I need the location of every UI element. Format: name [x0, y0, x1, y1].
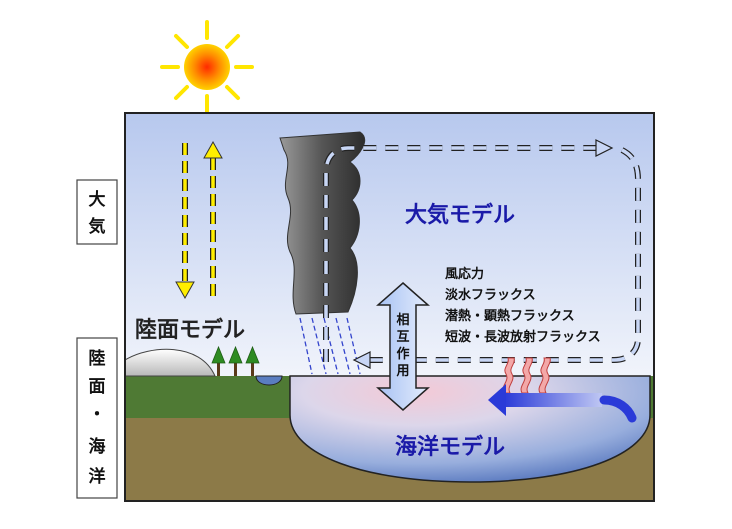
side-lo-char-1: 面	[89, 377, 106, 397]
land-model-label: 陸面モデル	[135, 317, 245, 343]
side-label-land-ocean: 陸 面 ・ 海 洋	[76, 337, 118, 499]
flux-label-1: 淡水フラックス	[445, 287, 536, 303]
circulation-loop	[323, 145, 641, 363]
flux-label-3: 短波・長波放射フラックス	[445, 329, 601, 345]
interaction-char-3: 用	[395, 364, 409, 379]
lake-icon	[255, 375, 283, 386]
ocean-model-label: 海洋モデル	[395, 434, 505, 460]
radiation-arrows	[175, 140, 223, 300]
side-lo-char-4: 洋	[89, 466, 106, 487]
circulation-arrowhead-right	[595, 139, 614, 157]
hill-icon	[124, 348, 216, 377]
side-lo-char-2: ・	[89, 405, 106, 425]
interaction-char-0: 相	[396, 312, 409, 328]
tree-icon	[211, 345, 260, 376]
side-lo-char-0: 陸	[89, 348, 106, 369]
interaction-char-1: 互	[396, 330, 409, 345]
atmosphere-model-label: 大気モデル	[405, 202, 515, 228]
flux-label-0: 風応力	[445, 266, 484, 282]
side-atm-char-0: 大	[89, 189, 106, 210]
circulation-arrowhead-left	[352, 351, 371, 369]
side-atm-char-1: 気	[88, 216, 106, 237]
sun-icon	[160, 20, 254, 114]
side-label-atmosphere: 大 気	[76, 179, 118, 245]
interaction-arrow: 相 互 作 用	[376, 282, 430, 411]
ocean-current-arrow	[488, 384, 637, 423]
cloud-icon	[279, 131, 366, 315]
side-lo-char-3: 海	[89, 436, 106, 457]
interaction-char-2: 作	[396, 346, 409, 362]
flux-label-2: 潜熱・顕熱フラックス	[445, 308, 575, 324]
model-frame	[124, 112, 655, 502]
